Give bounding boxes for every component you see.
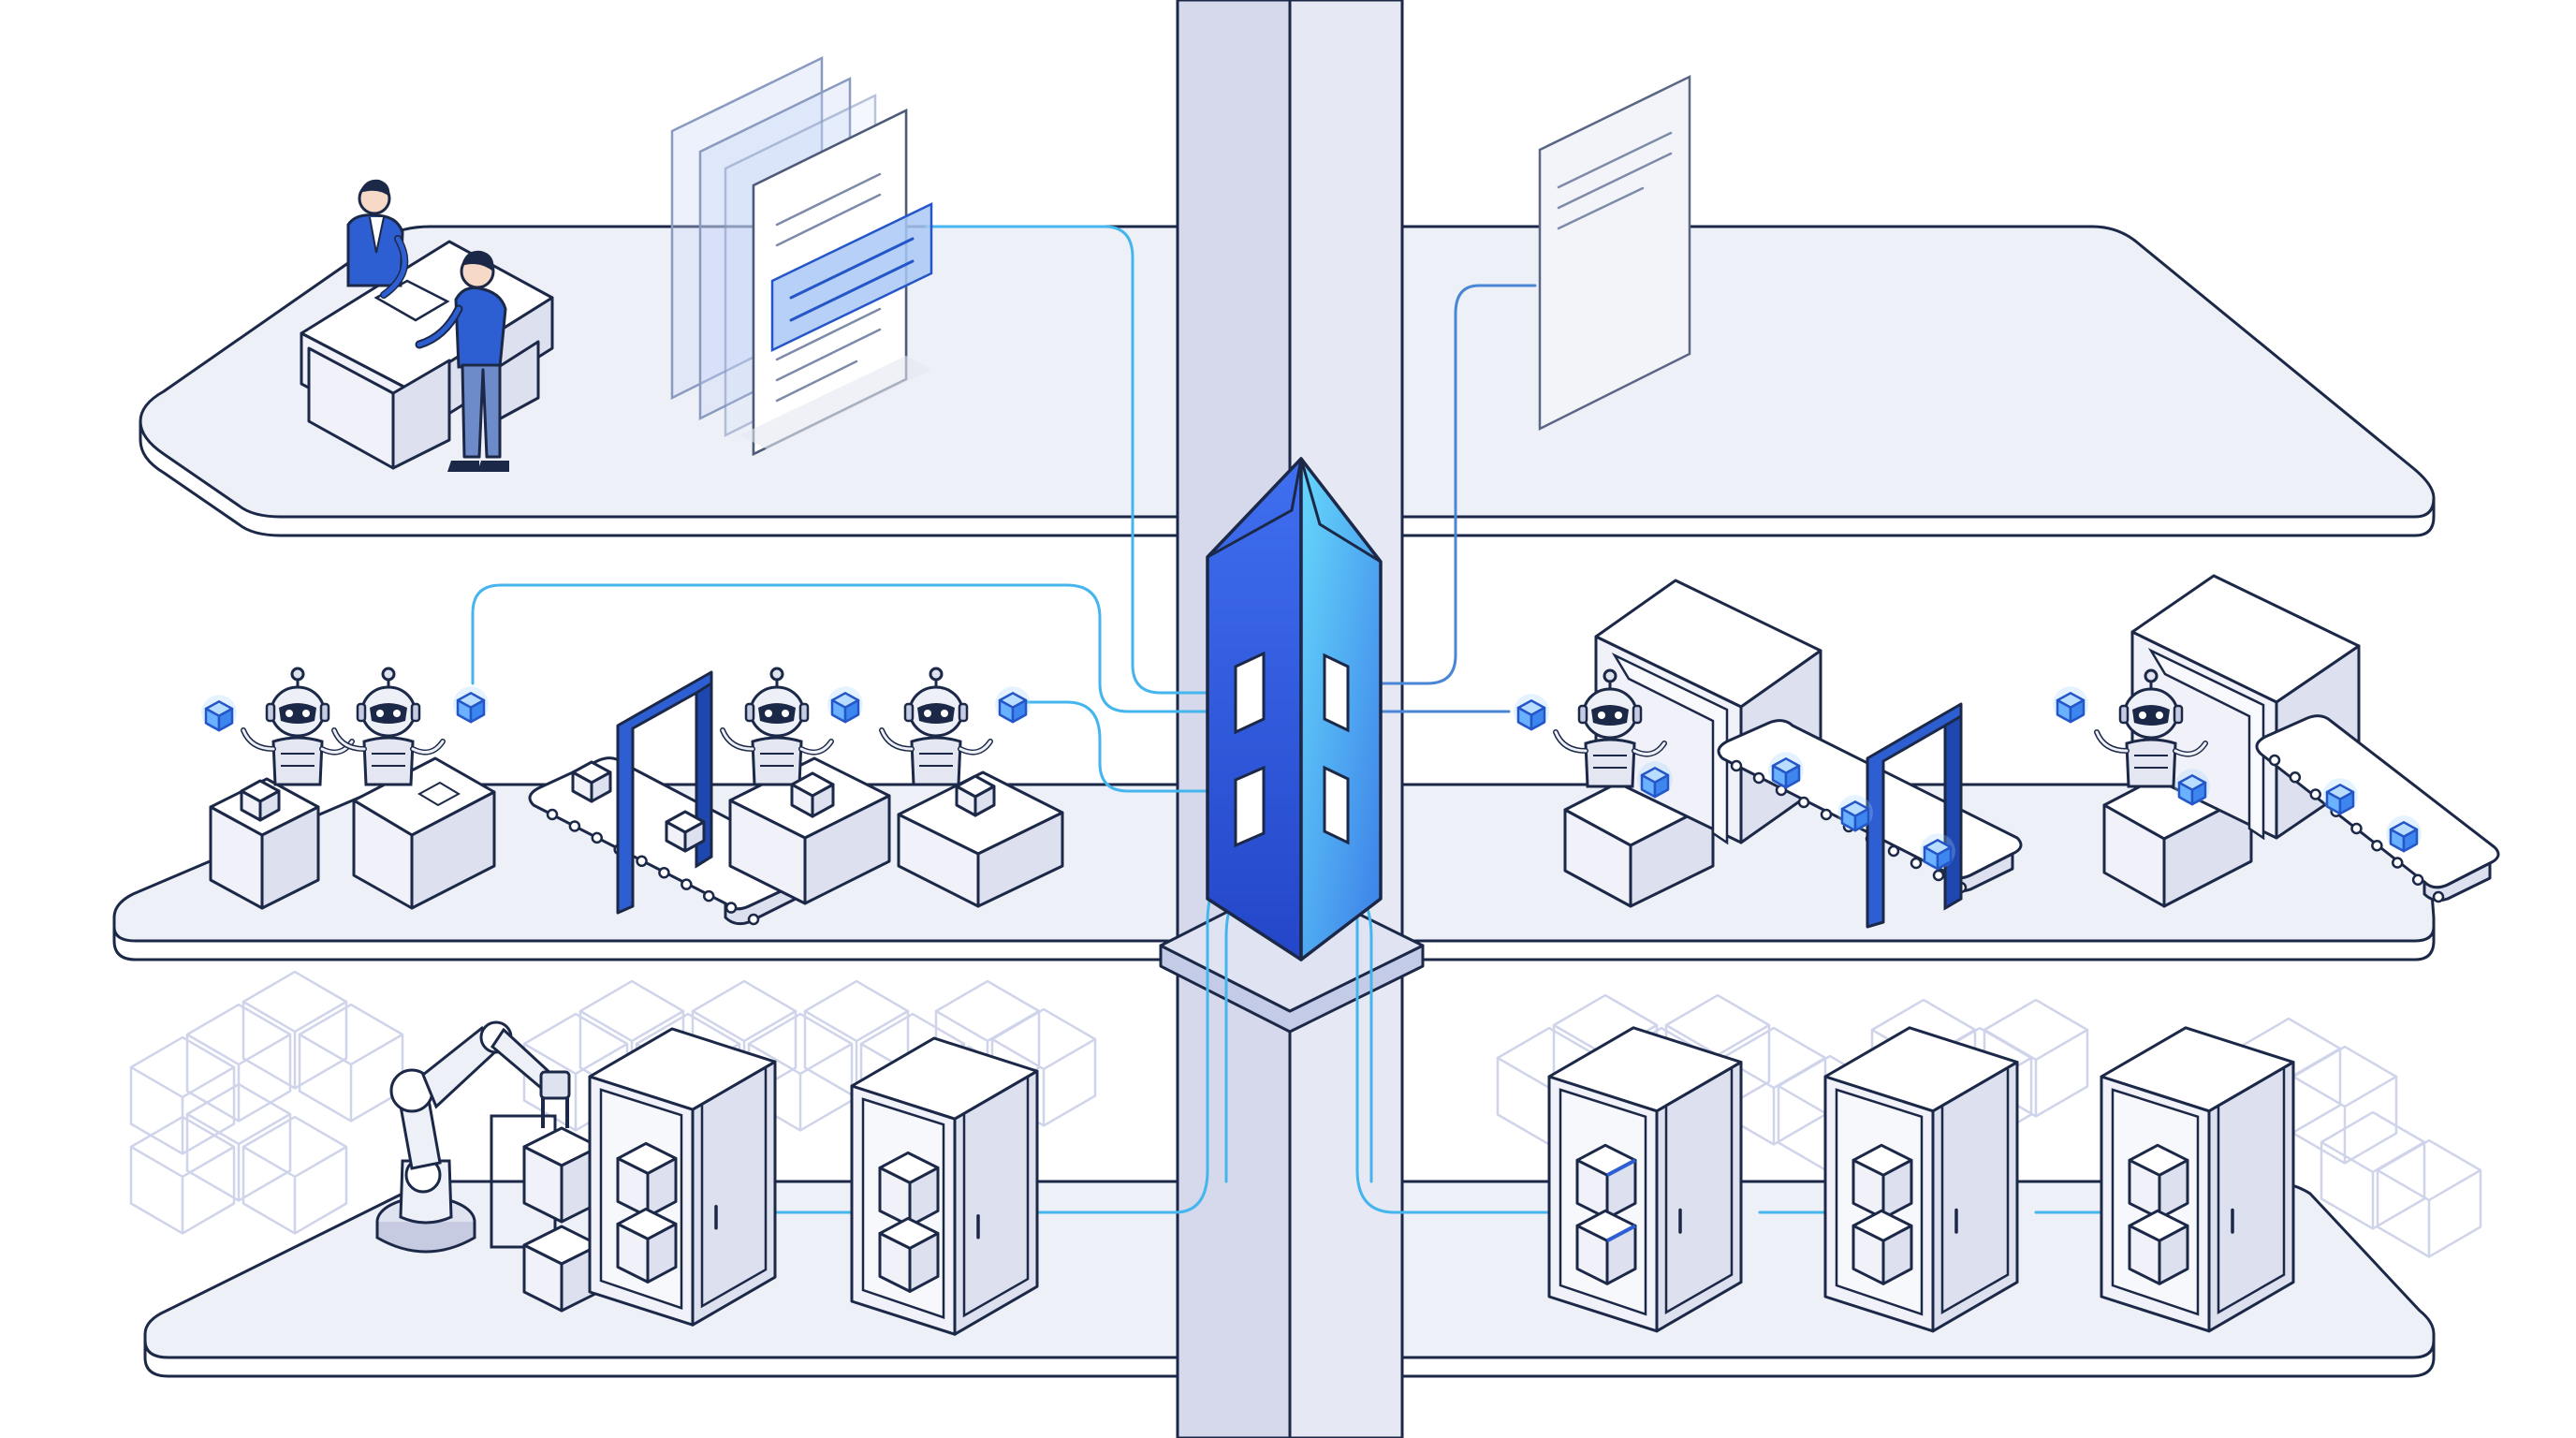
robot — [331, 667, 446, 786]
document-stack — [670, 56, 933, 457]
ghost-cube — [129, 1115, 236, 1235]
robotic-arm — [375, 1020, 571, 1254]
data-cube-icon — [995, 686, 1031, 724]
ghost-cube — [298, 1003, 404, 1123]
person — [415, 250, 509, 472]
ghost-cube — [185, 1082, 292, 1202]
data-cube-icon — [2053, 686, 2088, 724]
middle-layer-items — [201, 574, 2500, 929]
crate — [665, 810, 706, 853]
person — [346, 179, 409, 299]
crate — [955, 774, 996, 817]
server-cabinet — [588, 1027, 777, 1327]
data-cube-icon — [453, 686, 489, 724]
data-cube-icon — [2322, 778, 2358, 815]
robot — [720, 667, 834, 786]
server-cabinet — [1547, 1026, 1743, 1333]
server-cabinet — [2100, 1026, 2295, 1333]
ghost-cube — [2376, 1138, 2482, 1258]
workbench — [728, 756, 891, 905]
conveyor-belt — [2255, 714, 2500, 903]
scanner-tunnel — [1594, 579, 1822, 845]
ghost-cube — [242, 1115, 348, 1235]
connection-wires — [471, 225, 2113, 1214]
data-cube-icon — [827, 686, 863, 724]
robot — [879, 667, 993, 786]
workbench — [352, 756, 496, 910]
data-cube-icon — [1514, 694, 1549, 731]
robot — [2094, 668, 2208, 788]
data-cube-icon — [2386, 815, 2422, 853]
server-cabinet — [850, 1036, 1039, 1336]
workbench — [209, 777, 320, 910]
ghost-cube — [242, 970, 348, 1090]
crystal-tower-icon — [1206, 457, 1383, 961]
data-cube-icon — [1837, 795, 1873, 832]
robot — [1553, 668, 1667, 788]
data-cube-icon — [1768, 752, 1804, 789]
ghost-cube — [185, 1003, 292, 1123]
data-cube-icon — [1920, 833, 1955, 871]
data-cube-icon — [201, 695, 237, 732]
crate — [571, 760, 612, 803]
ghost-cube — [2291, 1045, 2398, 1165]
crate — [240, 779, 281, 822]
data-cube-icon — [1637, 761, 1673, 799]
ghost-cube — [2320, 1110, 2426, 1230]
server-cabinet — [1823, 1026, 2019, 1333]
data-cube-icon — [2174, 769, 2210, 806]
document — [1538, 75, 1691, 432]
robot — [241, 667, 355, 786]
crate — [790, 771, 835, 818]
